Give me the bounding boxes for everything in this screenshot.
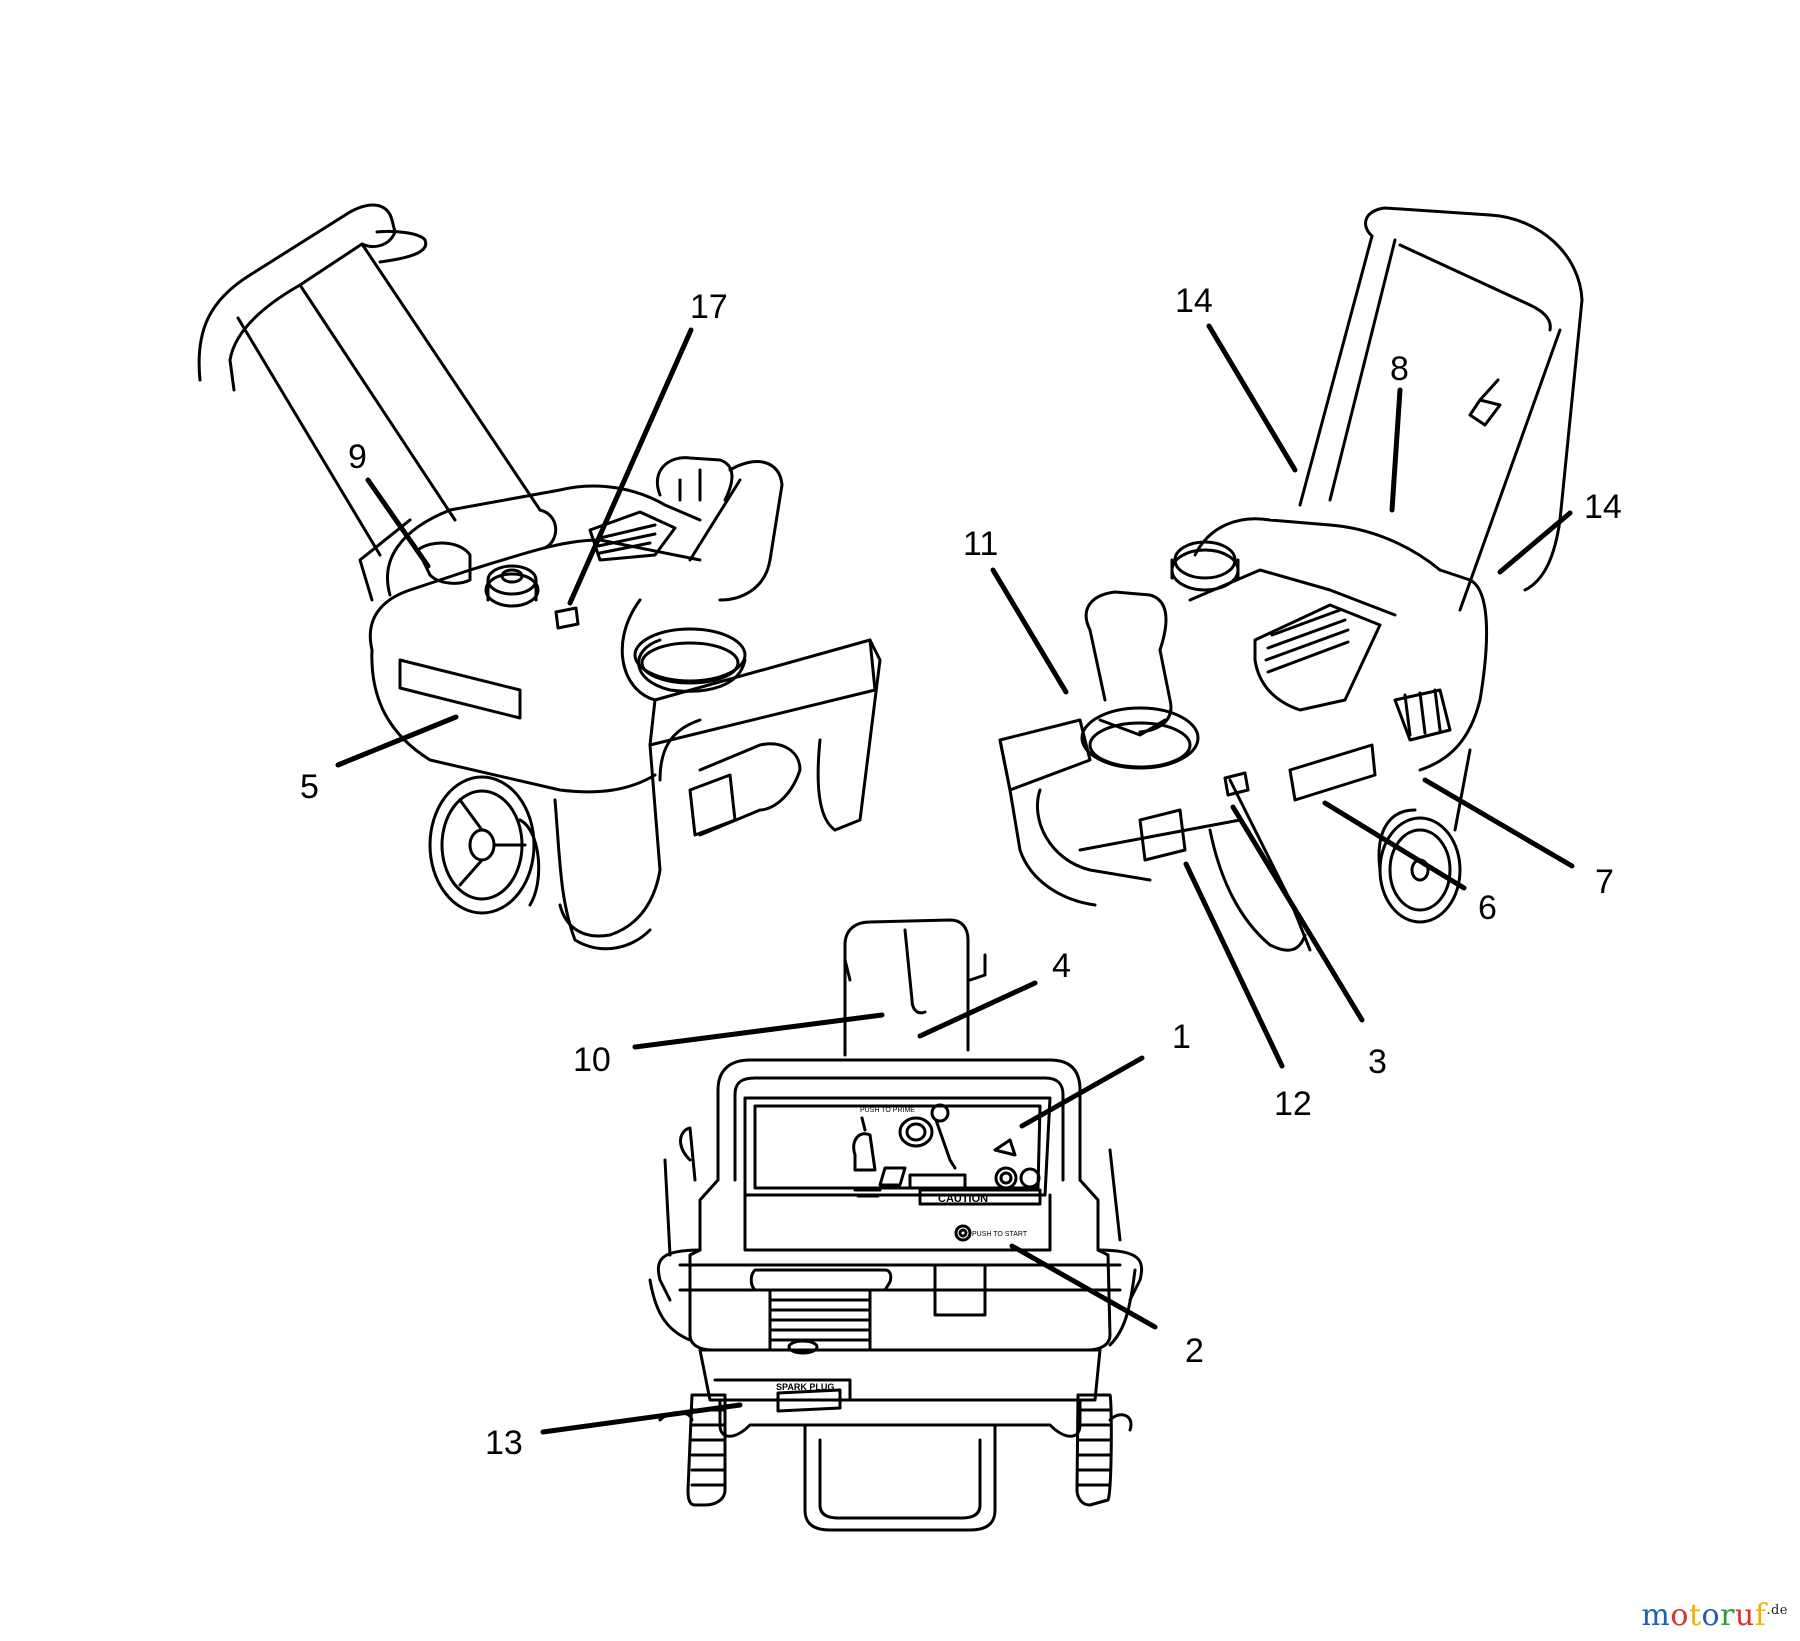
callout-10: 10: [573, 1041, 611, 1079]
watermark-letter: o: [1670, 1598, 1689, 1633]
spark-plug-decal-text: SPARK PLUG: [776, 1382, 834, 1392]
watermark-letter: o: [1701, 1598, 1721, 1633]
watermark-letter: u: [1734, 1598, 1755, 1633]
callout-4: 4: [1052, 947, 1071, 985]
callout-11: 11: [963, 525, 998, 563]
callout-14b: 14: [1584, 488, 1622, 526]
leader-12: [1183, 861, 1285, 1069]
leader-4: [917, 980, 1038, 1039]
watermark-logo: motoruf: [1641, 1598, 1766, 1633]
leader-5: [335, 714, 459, 768]
watermark-letter: r: [1720, 1598, 1735, 1633]
callout-13: 13: [485, 1424, 523, 1462]
leader-11: [990, 567, 1069, 695]
callout-numbers: 17 9 5 14 8 14 11 7 6 3 12 4 10 1 2 13: [300, 282, 1622, 1462]
callout-1: 1: [1172, 1018, 1191, 1056]
callout-3: 3: [1368, 1043, 1387, 1081]
snowblower-right-view: [998, 206, 1584, 952]
leader-2: [1009, 1243, 1158, 1330]
callout-12: 12: [1274, 1085, 1312, 1123]
leader-8: [1389, 387, 1403, 513]
callout-14a: 14: [1175, 282, 1213, 320]
leader-10: [632, 1012, 885, 1050]
prime-decal-text: PUSH TO PRIME: [860, 1107, 915, 1114]
push-start-decal-text: PUSH TO START: [972, 1231, 1028, 1238]
watermark-letter: t: [1688, 1598, 1702, 1633]
leader-6: [1322, 800, 1467, 891]
callout-8: 8: [1390, 350, 1409, 388]
callout-7: 7: [1595, 863, 1614, 901]
callout-5: 5: [300, 768, 319, 806]
leader-14a: [1206, 323, 1298, 473]
leader-17: [567, 327, 694, 606]
leader-14b: [1497, 510, 1573, 575]
leader-3: [1230, 804, 1365, 1023]
callout-9: 9: [348, 438, 367, 476]
motoruf-watermark: motoruf.de: [1641, 1598, 1788, 1633]
snowblower-rear-view: [648, 918, 1144, 1532]
watermark-letter: f: [1754, 1598, 1767, 1633]
watermark-letter: m: [1641, 1598, 1671, 1633]
watermark-tld: .de: [1766, 1603, 1788, 1618]
leader-9: [365, 477, 431, 569]
leader-1: [1019, 1055, 1145, 1129]
callout-6: 6: [1478, 889, 1497, 927]
callout-2: 2: [1185, 1332, 1204, 1370]
caution-decal-text: CAUTION: [938, 1193, 988, 1205]
snowblower-left-view: [197, 203, 882, 951]
leader-13: [540, 1402, 743, 1435]
leader-7: [1422, 777, 1575, 869]
leader-lines: [335, 323, 1575, 1435]
callout-17: 17: [690, 288, 728, 326]
